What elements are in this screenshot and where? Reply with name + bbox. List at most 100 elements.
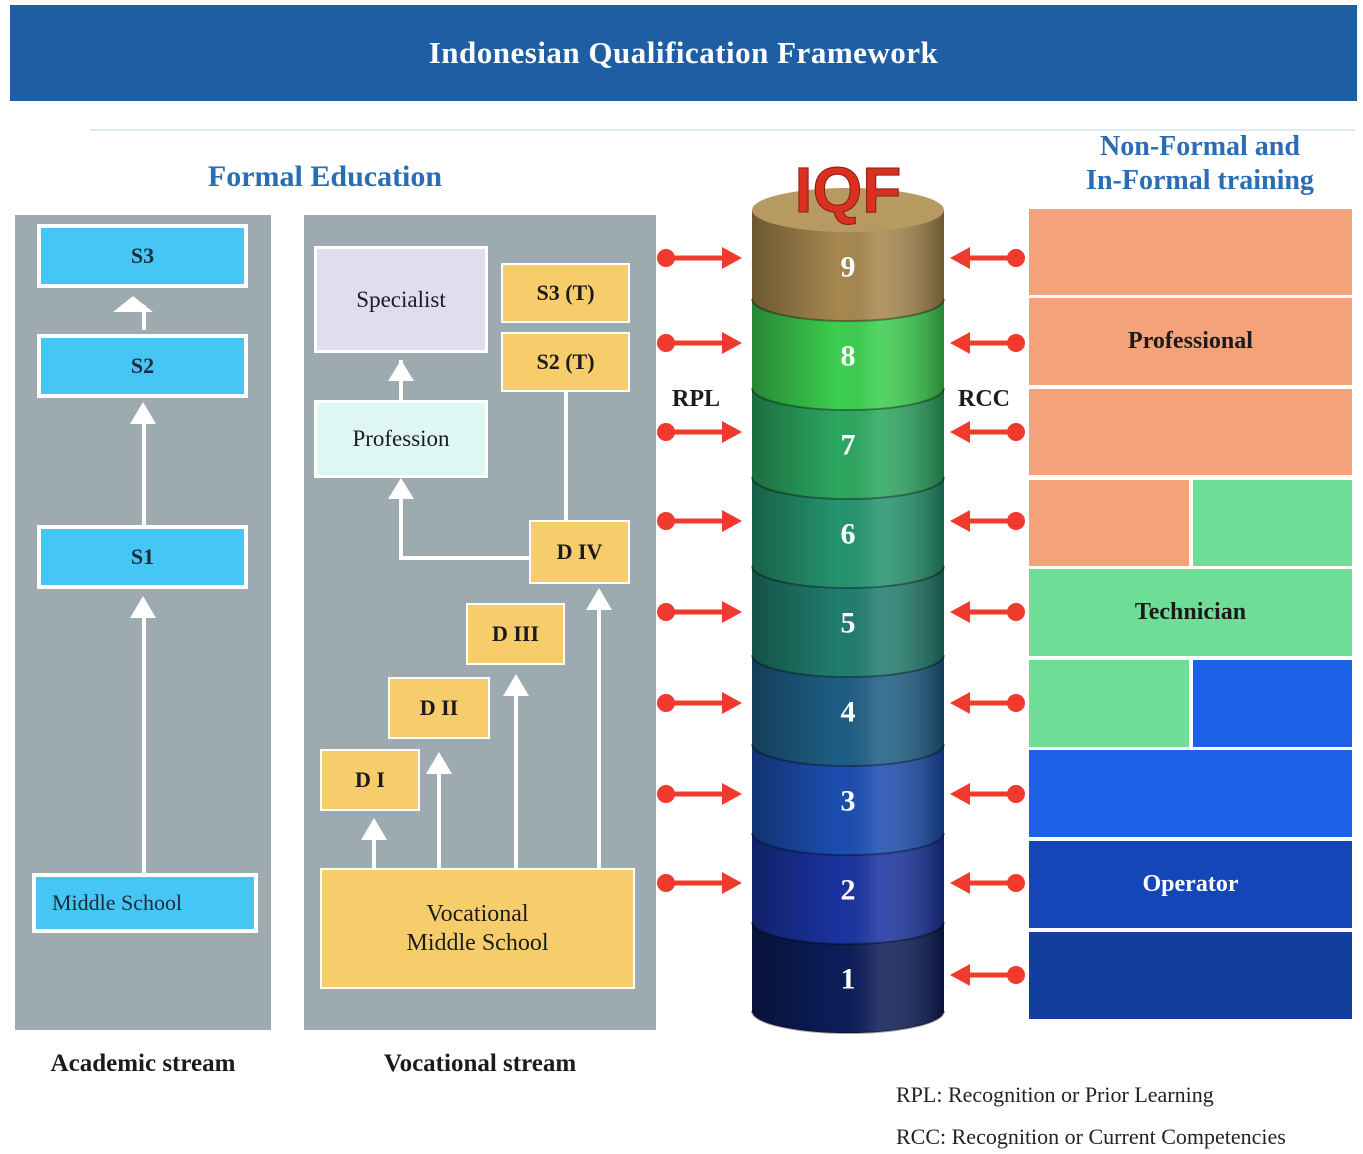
arrow-right-icon (722, 783, 742, 805)
iqf-level-number: 7 (841, 429, 856, 462)
rcc-arrow-dot (1007, 423, 1025, 441)
iqf-level-shading (752, 655, 944, 766)
iqf-level-shading (752, 744, 944, 855)
legend-rcc: RCC: Recognition or Current Competencies (896, 1124, 1286, 1149)
iqf-level-edge (751, 743, 945, 767)
nonformal-heading-line-2: In-Formal training (1086, 165, 1314, 196)
profession-box: Profession (314, 400, 488, 478)
iqf-level-shading (752, 477, 944, 588)
iqf-level-edge (751, 921, 945, 945)
s2-label: S2 (130, 353, 155, 378)
iqf-level-shading (752, 922, 944, 1033)
iqf-level-shading (752, 833, 944, 944)
connector-line (399, 495, 403, 558)
professional-cell: Professional (1029, 298, 1352, 385)
di-box: D I (320, 749, 420, 811)
arrow-right-icon (722, 332, 742, 354)
rpl-arrow-dot (657, 785, 675, 803)
nonformal-heading: Non-Formal and In-Formal training (1040, 130, 1360, 198)
rpl-arrow-dot (657, 334, 675, 352)
nonformal-cell (1193, 660, 1352, 747)
nonformal-cell (1029, 389, 1352, 475)
vms-line-2: Middle School (406, 929, 549, 956)
nonformal-heading-line-1: Non-Formal and (1100, 131, 1300, 162)
nonformal-cell (1029, 750, 1352, 837)
iqf-top-cap (752, 188, 944, 232)
iqf-level-number: 4 (841, 696, 856, 729)
middle-school-box: Middle School (32, 873, 258, 933)
connector-line (142, 305, 146, 330)
iqf-level-edge (751, 298, 945, 322)
rpl-arrow-dot (657, 874, 675, 892)
rpl-arrow-dot (657, 423, 675, 441)
arrow-right-icon (722, 510, 742, 532)
connector-line (372, 835, 376, 870)
vocational-middle-school-box: Vocational Middle School (320, 868, 635, 989)
profession-label: Profession (352, 426, 450, 451)
iqf-level-number: 6 (841, 518, 856, 551)
connector-line (142, 610, 146, 875)
s1-label: S1 (130, 544, 155, 569)
diii-box: D III (466, 603, 565, 665)
divider (90, 129, 1355, 131)
rcc-arrow-dot (1007, 694, 1025, 712)
middle-school-label: Middle School (52, 890, 183, 915)
arrow-right-icon (722, 601, 742, 623)
rpl-arrow-dot (657, 249, 675, 267)
academic-stream-label: Academic stream (50, 1050, 236, 1077)
iqf-level-number: 3 (841, 785, 856, 818)
s3t-label: S3 (T) (536, 280, 595, 305)
s1-box: S1 (37, 525, 248, 589)
nonformal-cell (1029, 480, 1189, 566)
vocational-stream-label: Vocational stream (383, 1050, 577, 1077)
nonformal-cell (1029, 660, 1189, 747)
iqf-level-edge (751, 654, 945, 678)
dii-label: D II (419, 695, 459, 720)
iqf-level-shading (752, 566, 944, 677)
iqf-level-shading (752, 210, 944, 321)
iqf-level-number: 5 (841, 607, 856, 640)
iqf-cylinder: 1 2 3 4 5 6 7 8 9 IQF (751, 154, 945, 1034)
iqf-level-edge (751, 1010, 945, 1034)
rcc-arrow-dot (1007, 785, 1025, 803)
technician-cell: Technician (1029, 569, 1352, 656)
iqf-level-edge (751, 476, 945, 500)
s3-box: S3 (37, 224, 248, 288)
technician-label: Technician (1134, 599, 1247, 625)
arrow-right-icon (722, 872, 742, 894)
connector-line (564, 392, 568, 522)
connector-line (514, 692, 518, 870)
diii-label: D III (491, 621, 540, 646)
connector-line (597, 605, 601, 870)
rpl-arrow-dot (657, 603, 675, 621)
rcc-arrow-dot (1007, 966, 1025, 984)
arrow-right-icon (722, 421, 742, 443)
legend-rpl: RPL: Recognition or Prior Learning (896, 1082, 1214, 1107)
nonformal-cell (1193, 480, 1352, 566)
div-label: D IV (556, 539, 603, 564)
connector-line (399, 360, 403, 400)
iqf-logo: IQF (795, 154, 902, 226)
page-title: Indonesian Qualification Framework (428, 35, 939, 70)
rpl-label: RPL (672, 386, 720, 412)
iqf-level-number: 8 (841, 340, 856, 373)
arrow-right-icon (722, 247, 742, 269)
specialist-box: Specialist (314, 246, 488, 353)
nonformal-cell (1029, 932, 1352, 1019)
specialist-label: Specialist (356, 286, 446, 312)
iqf-level-number: 2 (841, 874, 856, 907)
operator-label: Operator (1142, 871, 1239, 897)
iqf-level-edge (751, 387, 945, 411)
iqf-level-edge (751, 565, 945, 589)
nonformal-cell (1029, 209, 1352, 295)
rcc-label: RCC (958, 386, 1010, 412)
iqf-level-shading (752, 299, 944, 410)
dii-box: D II (388, 677, 490, 739)
connector-line (399, 556, 531, 560)
iqf-level-edge (751, 832, 945, 856)
di-label: D I (355, 767, 385, 792)
iqf-level-number: 1 (841, 963, 856, 996)
connector-line (437, 770, 441, 870)
rcc-arrow-dot (1007, 512, 1025, 530)
iqf-level-number: 9 (841, 251, 856, 284)
